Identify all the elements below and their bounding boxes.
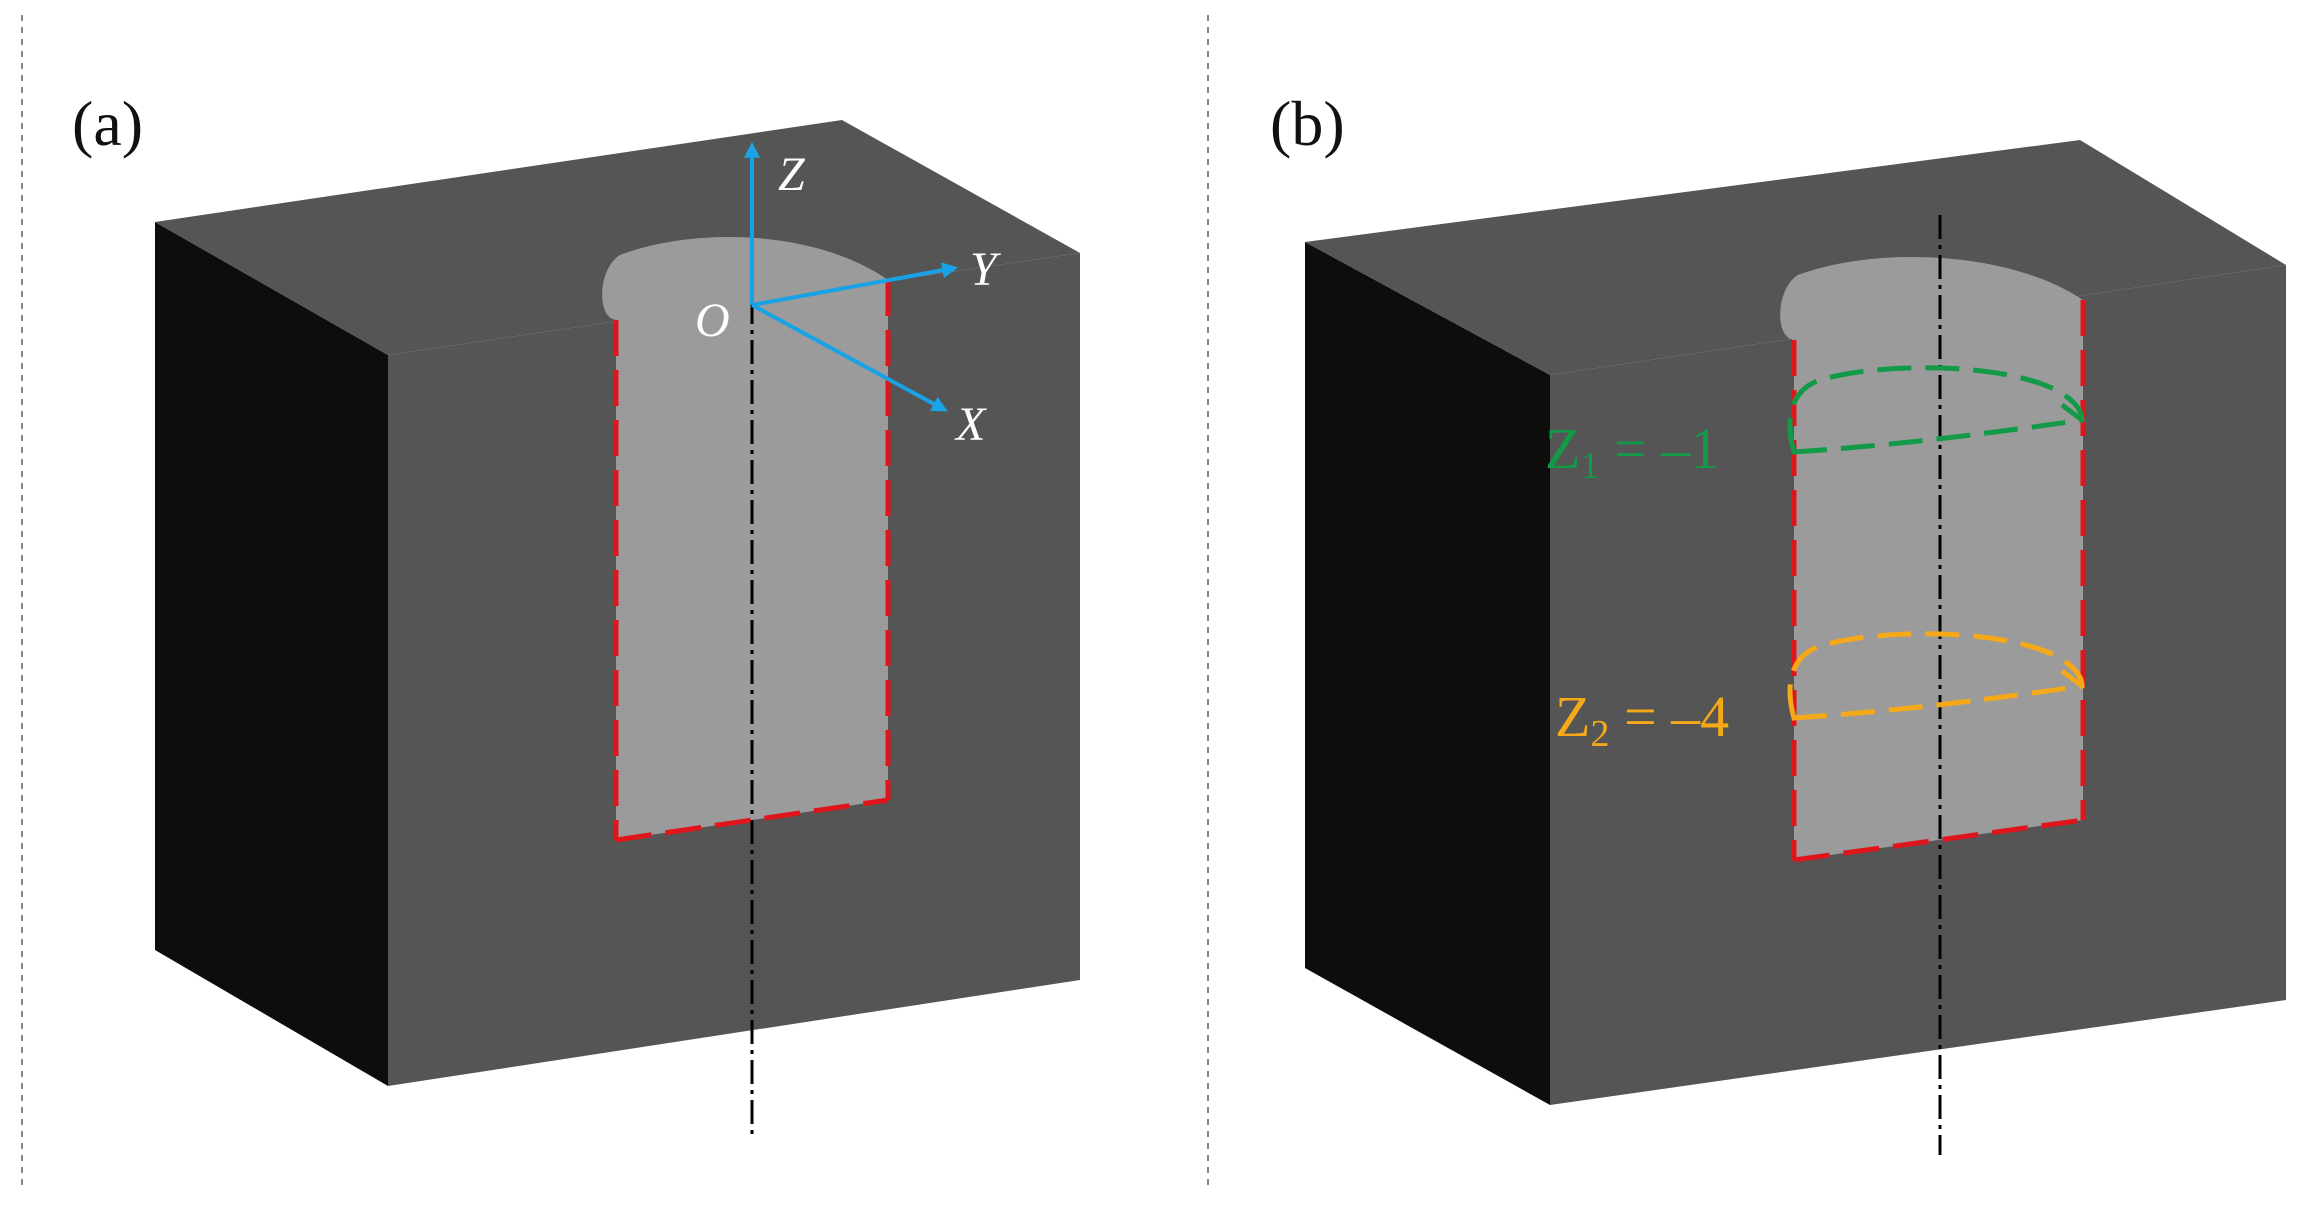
cutout-a-bottom-edge: [615, 797, 889, 843]
section-z1-arrowhead: [2060, 403, 2084, 422]
section-z2-subscript: 2: [1590, 713, 1609, 755]
section-z2-prefix: Z: [1555, 684, 1590, 749]
x-axis-arrow: [751, 303, 948, 412]
panel-b-label: (b): [1270, 88, 1345, 159]
section-z2-arrowhead: [2060, 669, 2084, 688]
origin-label: O: [695, 294, 730, 347]
section-z1-subscript: 1: [1580, 445, 1599, 487]
panel-a: (a) Z Y X O: [72, 88, 1080, 1135]
panel-a-label: (a): [72, 88, 143, 159]
section-z1-ellipse: [1787, 365, 2085, 455]
block-a-side-face: [155, 222, 388, 1086]
y-axis-arrow: [751, 262, 959, 307]
block-a-top-face: [155, 120, 1080, 355]
block-b-top-face: [1305, 140, 2286, 375]
section-z2-value: = –4: [1609, 684, 1729, 749]
section-z2-ellipse: [1787, 631, 2085, 721]
block-b-side-face: [1305, 242, 1550, 1105]
z-axis-label: Z: [778, 148, 806, 201]
cutout-a: [602, 237, 888, 840]
section-z2-label: Z2 = –4: [1555, 684, 1729, 755]
y-axis-label: Y: [970, 243, 1001, 296]
cutout-b: [1780, 257, 2083, 860]
panel-b: (b) Z1 = –1 Z2 = –4: [1270, 88, 2286, 1155]
section-z1-label: Z1 = –1: [1545, 416, 1719, 487]
section-z1-value: = –1: [1599, 416, 1719, 481]
section-z1-prefix: Z: [1545, 416, 1580, 481]
x-axis-label: X: [954, 398, 987, 451]
